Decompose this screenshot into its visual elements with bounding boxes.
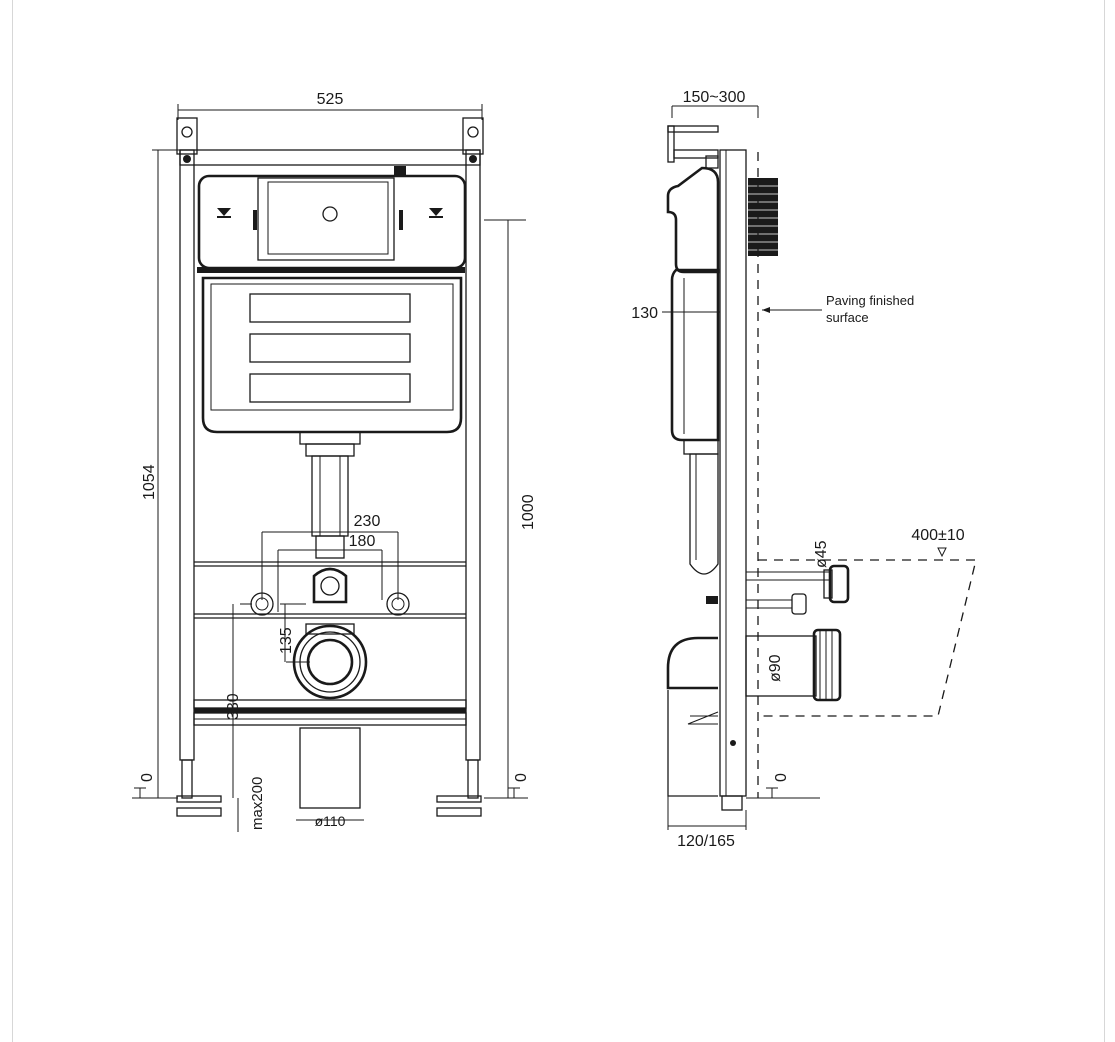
dim-outlet-dia-label: ø90 bbox=[767, 654, 784, 682]
dim-bolt-inner-label: 180 bbox=[349, 533, 376, 550]
side-view: 150~300 130 bbox=[631, 89, 977, 850]
dim-tank-label: 130 bbox=[631, 305, 658, 322]
dim-bolt-outer-label: 230 bbox=[354, 513, 381, 530]
dim-bolt-to-outlet-label: 135 bbox=[278, 627, 295, 654]
dim-base-label: 120/165 bbox=[677, 833, 735, 850]
note-paving-line1: Paving finished bbox=[826, 293, 914, 308]
dim-depth-label: 150~300 bbox=[683, 89, 746, 106]
zero-right-label: 0 bbox=[513, 773, 530, 782]
front-view: 525 bbox=[132, 91, 537, 832]
dim-height-label: 1054 bbox=[141, 464, 158, 500]
zero-side-label: 0 bbox=[773, 773, 790, 782]
note-paving-line2: surface bbox=[826, 310, 869, 325]
dim-width-label: 525 bbox=[317, 91, 344, 108]
page-frame bbox=[12, 0, 1105, 1042]
dim-drain-dia-label: ø110 bbox=[315, 813, 346, 829]
zero-left-label: 0 bbox=[139, 773, 156, 782]
dim-outlet-height-label: 330 bbox=[225, 693, 242, 720]
dim-bowl-label: 400±10 bbox=[911, 527, 964, 544]
dim-leg-adjust-label: max200 bbox=[249, 777, 266, 830]
dim-frame-height-label: 1000 bbox=[520, 494, 537, 530]
dim-inlet-dia-label: ø45 bbox=[813, 540, 830, 568]
